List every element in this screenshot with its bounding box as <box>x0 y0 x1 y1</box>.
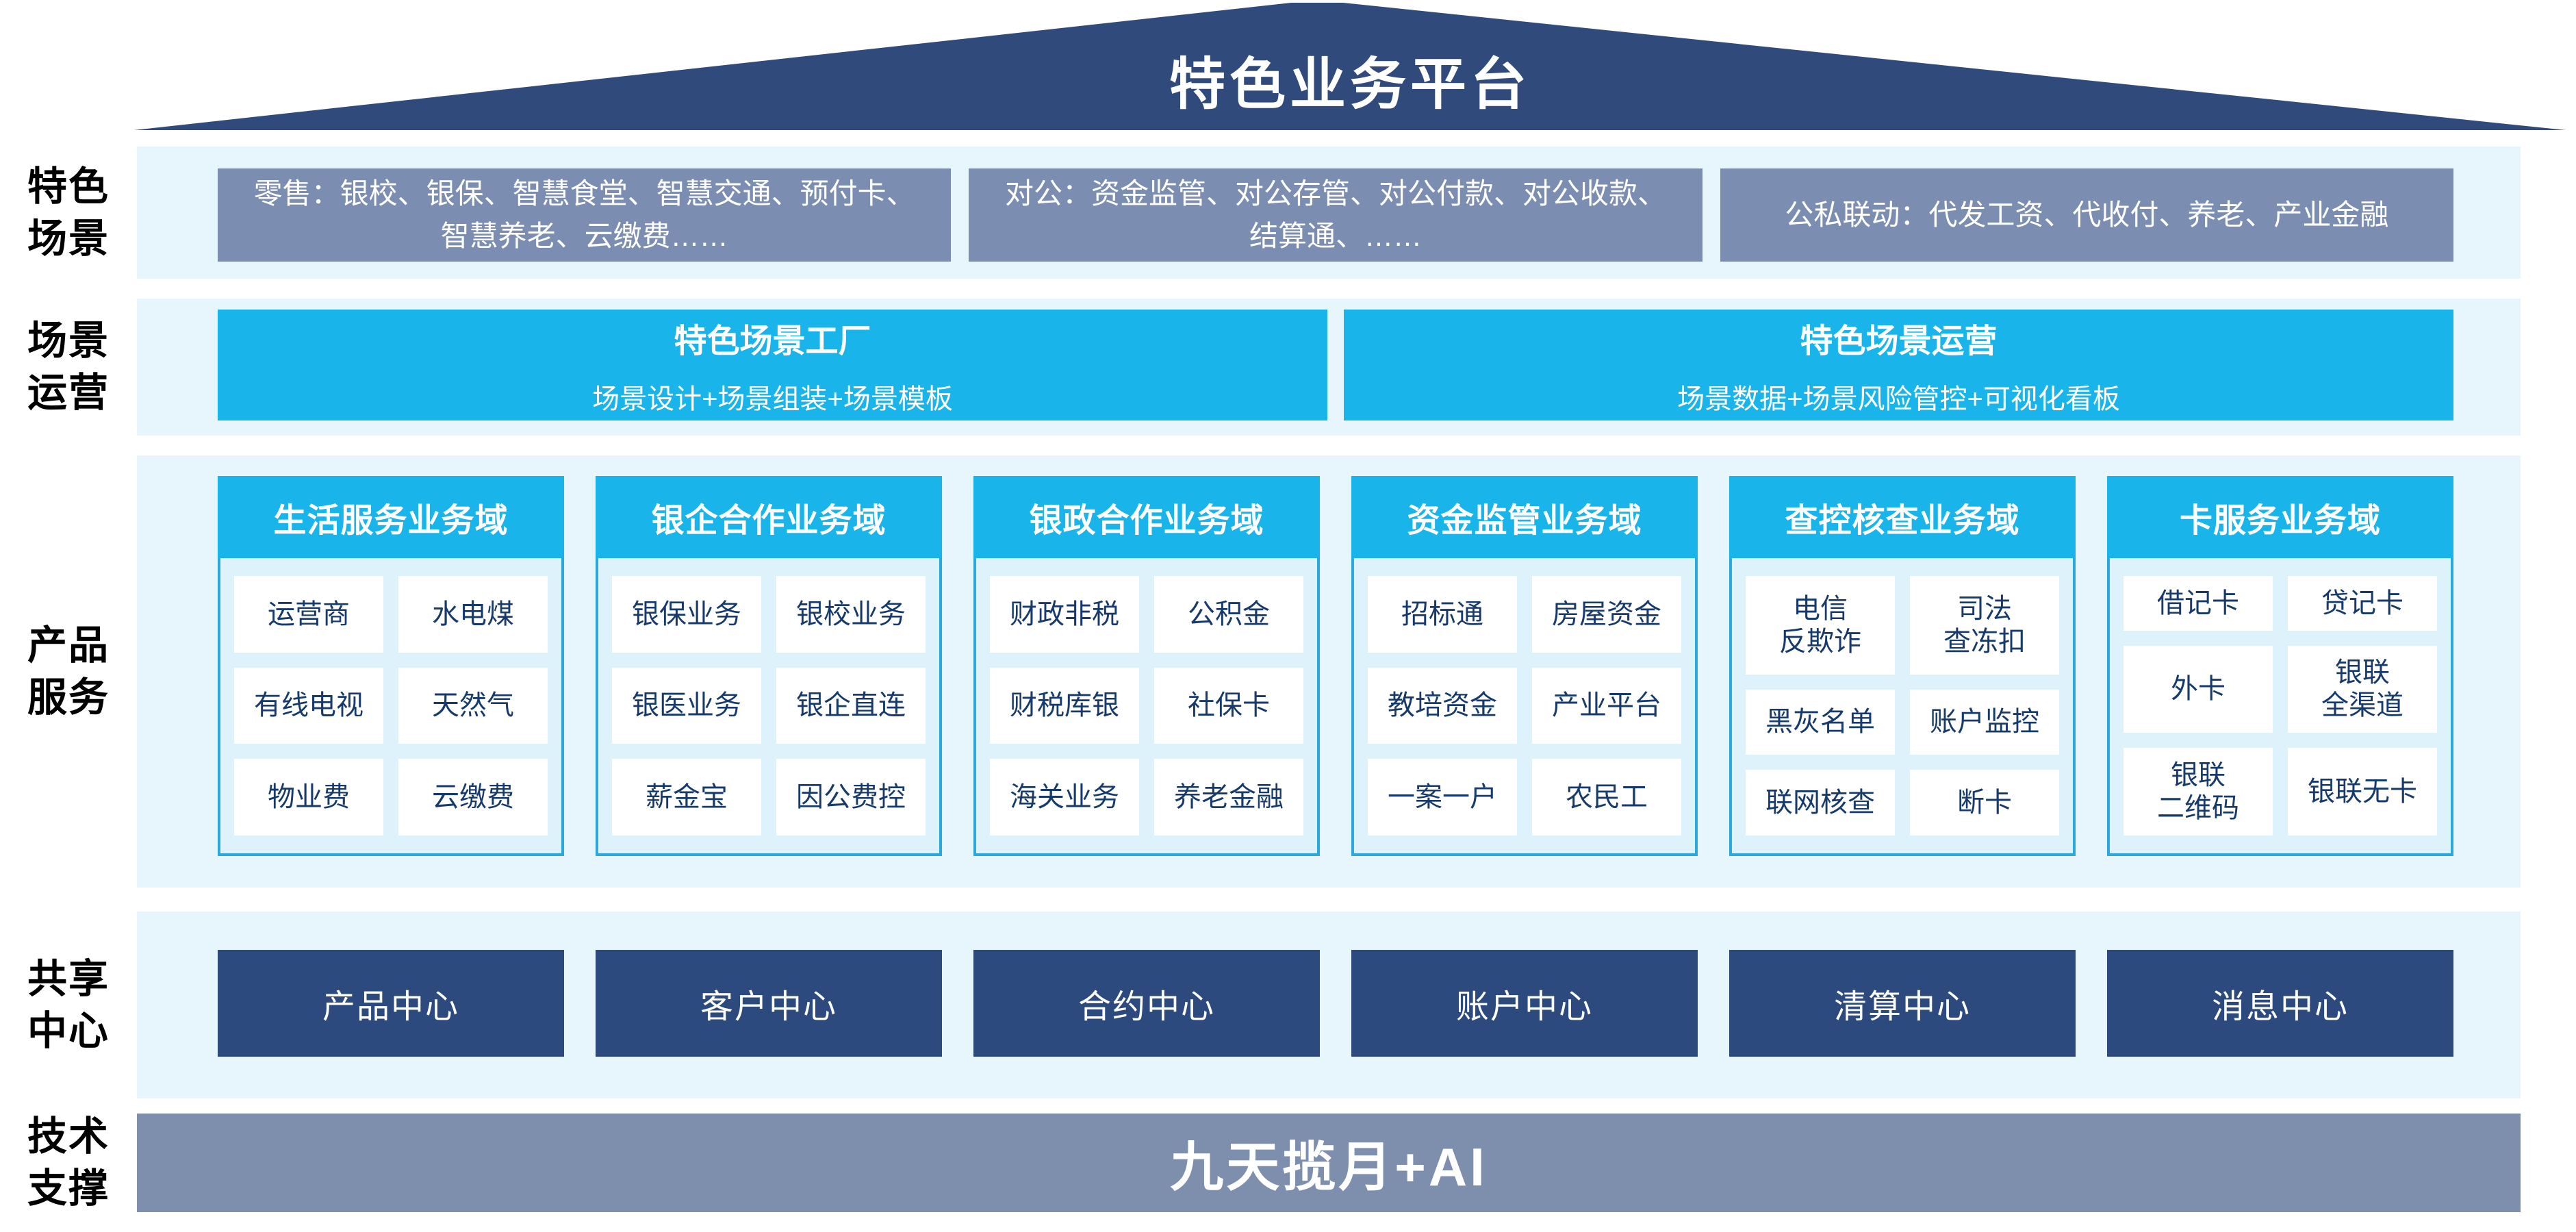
side-label-tech: 技术 支撑 <box>27 1114 110 1211</box>
product-cell: 司法 查冻扣 <box>1910 576 2059 675</box>
center-box-account: 账户中心 <box>1351 950 1698 1057</box>
platform-title: 特色业务平台 <box>1169 53 1531 116</box>
domain-column-inquiry-control: 查控核查业务域 电信 反欺诈 司法 查冻扣 黑灰名单 账户监控 联网核查 断卡 <box>1729 476 2076 856</box>
domain-body: 电信 反欺诈 司法 查冻扣 黑灰名单 账户监控 联网核查 断卡 <box>1729 558 2076 856</box>
product-cell: 养老金融 <box>1154 759 1303 835</box>
domain-header: 银企合作业务域 <box>596 476 942 558</box>
scene-box-corporate: 对公：资金监管、对公存管、对公付款、对公收款、结算通、…… <box>969 168 1703 262</box>
operation-box-row: 特色场景工厂 场景设计+场景组装+场景模板 特色场景运营 场景数据+场景风险管控… <box>218 310 2453 420</box>
product-cell: 联网核查 <box>1746 770 1895 835</box>
product-cell: 断卡 <box>1910 770 2059 835</box>
product-cell: 银联 二维码 <box>2124 748 2273 835</box>
center-box-row: 产品中心 客户中心 合约中心 账户中心 清算中心 消息中心 <box>218 950 2453 1057</box>
domain-column-bank-government: 银政合作业务域 财政非税 公积金 财税库银 社保卡 海关业务 养老金融 <box>973 476 1320 856</box>
product-cell: 银联无卡 <box>2288 748 2437 835</box>
product-cell: 银保业务 <box>612 576 761 653</box>
domain-body: 招标通 房屋资金 教培资金 产业平台 一案一户 农民工 <box>1351 558 1698 856</box>
domain-header: 生活服务业务域 <box>218 476 564 558</box>
domain-body: 财政非税 公积金 财税库银 社保卡 海关业务 养老金融 <box>973 558 1320 856</box>
product-cell: 账户监控 <box>1910 689 2059 755</box>
product-cell: 财政非税 <box>990 576 1139 653</box>
center-box-product: 产品中心 <box>218 950 564 1057</box>
domain-column-bank-enterprise: 银企合作业务域 银保业务 银校业务 银医业务 银企直连 薪金宝 因公费控 <box>596 476 942 856</box>
scene-box-row: 零售：银校、银保、智慧食堂、智慧交通、预付卡、智慧养老、云缴费…… 对公：资金监… <box>218 168 2453 262</box>
scene-box-retail: 零售：银校、银保、智慧食堂、智慧交通、预付卡、智慧养老、云缴费…… <box>218 168 952 262</box>
operation-box-title: 特色场景运营 <box>1800 323 1998 360</box>
domain-header: 查控核查业务域 <box>1729 476 2076 558</box>
side-label-products: 产品 服务 <box>27 623 110 720</box>
operation-box-ops: 特色场景运营 场景数据+场景风险管控+可视化看板 <box>1344 310 2453 420</box>
domain-header: 资金监管业务域 <box>1351 476 1698 558</box>
operation-band: 特色场景工厂 场景设计+场景组装+场景模板 特色场景运营 场景数据+场景风险管控… <box>137 299 2521 436</box>
side-label-scenes: 特色 场景 <box>27 164 110 261</box>
center-box-contract: 合约中心 <box>973 950 1320 1057</box>
product-cell: 水电煤 <box>398 576 548 653</box>
product-cell: 天然气 <box>398 667 548 744</box>
product-cell: 云缴费 <box>398 759 548 835</box>
domain-header: 卡服务业务域 <box>2107 476 2453 558</box>
domain-header: 银政合作业务域 <box>973 476 1320 558</box>
product-cell: 电信 反欺诈 <box>1746 576 1895 675</box>
product-cell: 黑灰名单 <box>1746 689 1895 755</box>
product-cell: 运营商 <box>234 576 383 653</box>
domain-body: 运营商 水电煤 有线电视 天然气 物业费 云缴费 <box>218 558 564 856</box>
product-cell: 产业平台 <box>1532 667 1681 744</box>
product-cell: 有线电视 <box>234 667 383 744</box>
product-cell: 借记卡 <box>2124 576 2273 631</box>
product-cell: 银联 全渠道 <box>2288 645 2437 733</box>
tech-support-bar: 九天揽月+AI <box>137 1114 2521 1212</box>
domain-body: 银保业务 银校业务 银医业务 银企直连 薪金宝 因公费控 <box>596 558 942 856</box>
product-cell: 薪金宝 <box>612 759 761 835</box>
center-box-clearing: 清算中心 <box>1729 950 2076 1057</box>
product-cell: 农民工 <box>1532 759 1681 835</box>
product-cell: 招标通 <box>1368 576 1517 653</box>
product-cell: 海关业务 <box>990 759 1139 835</box>
product-cell: 教培资金 <box>1368 667 1517 744</box>
scene-box-linkage: 公私联动：代发工资、代收付、养老、产业金融 <box>1720 168 2453 262</box>
operation-box-title: 特色场景工厂 <box>674 323 871 360</box>
product-cell: 公积金 <box>1154 576 1303 653</box>
domain-column-card-services: 卡服务业务域 借记卡 贷记卡 外卡 银联 全渠道 银联 二维码 银联无卡 <box>2107 476 2453 856</box>
side-label-centers: 共享 中心 <box>27 956 110 1053</box>
product-cell: 财税库银 <box>990 667 1139 744</box>
product-cell: 银医业务 <box>612 667 761 744</box>
product-cell: 社保卡 <box>1154 667 1303 744</box>
operation-box-subtitle: 场景数据+场景风险管控+可视化看板 <box>1677 384 2120 414</box>
product-cell: 贷记卡 <box>2288 576 2437 631</box>
product-cell: 房屋资金 <box>1532 576 1681 653</box>
centers-band: 产品中心 客户中心 合约中心 账户中心 清算中心 消息中心 <box>137 912 2521 1098</box>
domain-column-life-services: 生活服务业务域 运营商 水电煤 有线电视 天然气 物业费 云缴费 <box>218 476 564 856</box>
operation-box-subtitle: 场景设计+场景组装+场景模板 <box>592 384 953 414</box>
product-cell: 银企直连 <box>776 667 926 744</box>
product-cell: 外卡 <box>2124 645 2273 733</box>
side-label-operation: 场景 运营 <box>27 318 110 415</box>
product-cell: 一案一户 <box>1368 759 1517 835</box>
center-box-message: 消息中心 <box>2107 950 2453 1057</box>
product-cell: 物业费 <box>234 759 383 835</box>
products-band: 生活服务业务域 运营商 水电煤 有线电视 天然气 物业费 云缴费 银企合作业务域… <box>137 455 2521 888</box>
domain-column-fund-supervision: 资金监管业务域 招标通 房屋资金 教培资金 产业平台 一案一户 农民工 <box>1351 476 1698 856</box>
center-box-customer: 客户中心 <box>596 950 942 1057</box>
product-cell: 银校业务 <box>776 576 926 653</box>
scenes-band: 零售：银校、银保、智慧食堂、智慧交通、预付卡、智慧养老、云缴费…… 对公：资金监… <box>137 147 2521 279</box>
operation-box-factory: 特色场景工厂 场景设计+场景组装+场景模板 <box>218 310 1327 420</box>
product-domain-grid: 生活服务业务域 运营商 水电煤 有线电视 天然气 物业费 云缴费 银企合作业务域… <box>218 476 2453 856</box>
domain-body: 借记卡 贷记卡 外卡 银联 全渠道 银联 二维码 银联无卡 <box>2107 558 2453 856</box>
product-cell: 因公费控 <box>776 759 926 835</box>
